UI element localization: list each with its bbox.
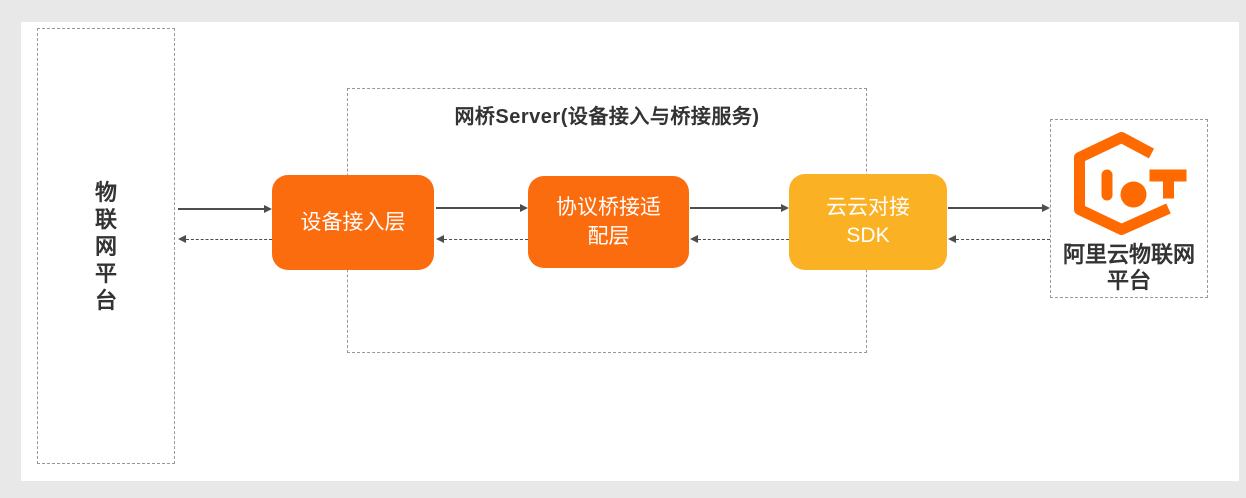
aliyun-iot-platform-label: 阿里云物联网 平台 [1062, 242, 1195, 293]
bridge-server-title: 网桥Server(设备接入与桥接服务) [454, 106, 760, 128]
node-aliyun-iot-platform: 阿里云物联网 平台 [1050, 119, 1208, 298]
node-cloud-cloud-sdk: 云云对接 SDK [789, 174, 947, 270]
arrow-access-to-iot-dashed [178, 234, 272, 243]
iot-platform-label: 物 联 网 平 台 [94, 179, 117, 313]
node-protocol-bridge-adapter-layer: 协议桥接适 配层 [528, 176, 689, 268]
arrow-aliyun-to-sdk-dashed [948, 234, 1050, 243]
aliyun-iot-logo-icon [1074, 132, 1187, 235]
arrow-sdk-to-adapter-dashed [690, 234, 789, 243]
arrow-access-to-adapter-solid [436, 203, 528, 212]
arrow-adapter-to-access-dashed [436, 234, 528, 243]
node-iot-platform: 物 联 网 平 台 [37, 28, 175, 464]
arrow-adapter-to-sdk-solid [690, 203, 789, 212]
node-device-access-layer: 设备接入层 [272, 175, 434, 270]
arrow-iot-to-access-solid [178, 204, 272, 213]
arrow-sdk-to-aliyun-solid [948, 203, 1050, 212]
